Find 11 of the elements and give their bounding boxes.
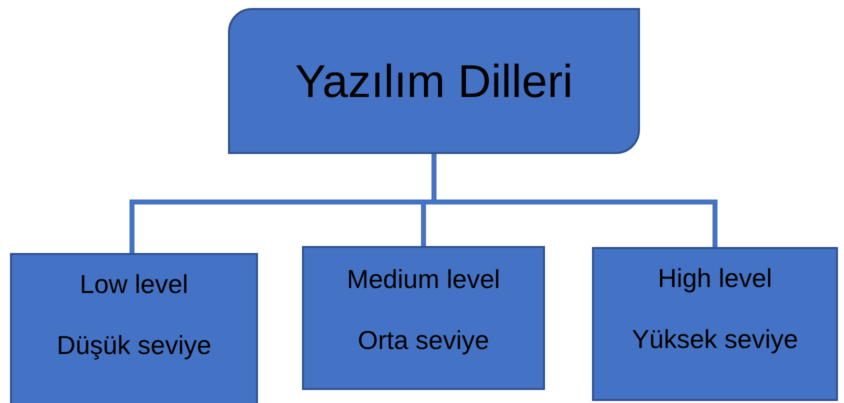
- english-label: Low level: [80, 269, 188, 300]
- turkish-label: Yüksek seviye: [632, 324, 798, 355]
- category-box: [302, 246, 545, 390]
- category-box: [592, 247, 838, 401]
- english-label: Medium level: [346, 264, 500, 295]
- turkish-label: Düşük seviye: [56, 330, 212, 361]
- turkish-label: Orta seviye: [358, 325, 490, 356]
- title-box: [228, 8, 640, 154]
- title-text: Yazılım Dilleri: [295, 54, 573, 108]
- english-label: High level: [658, 263, 772, 294]
- category-box: [10, 253, 258, 403]
